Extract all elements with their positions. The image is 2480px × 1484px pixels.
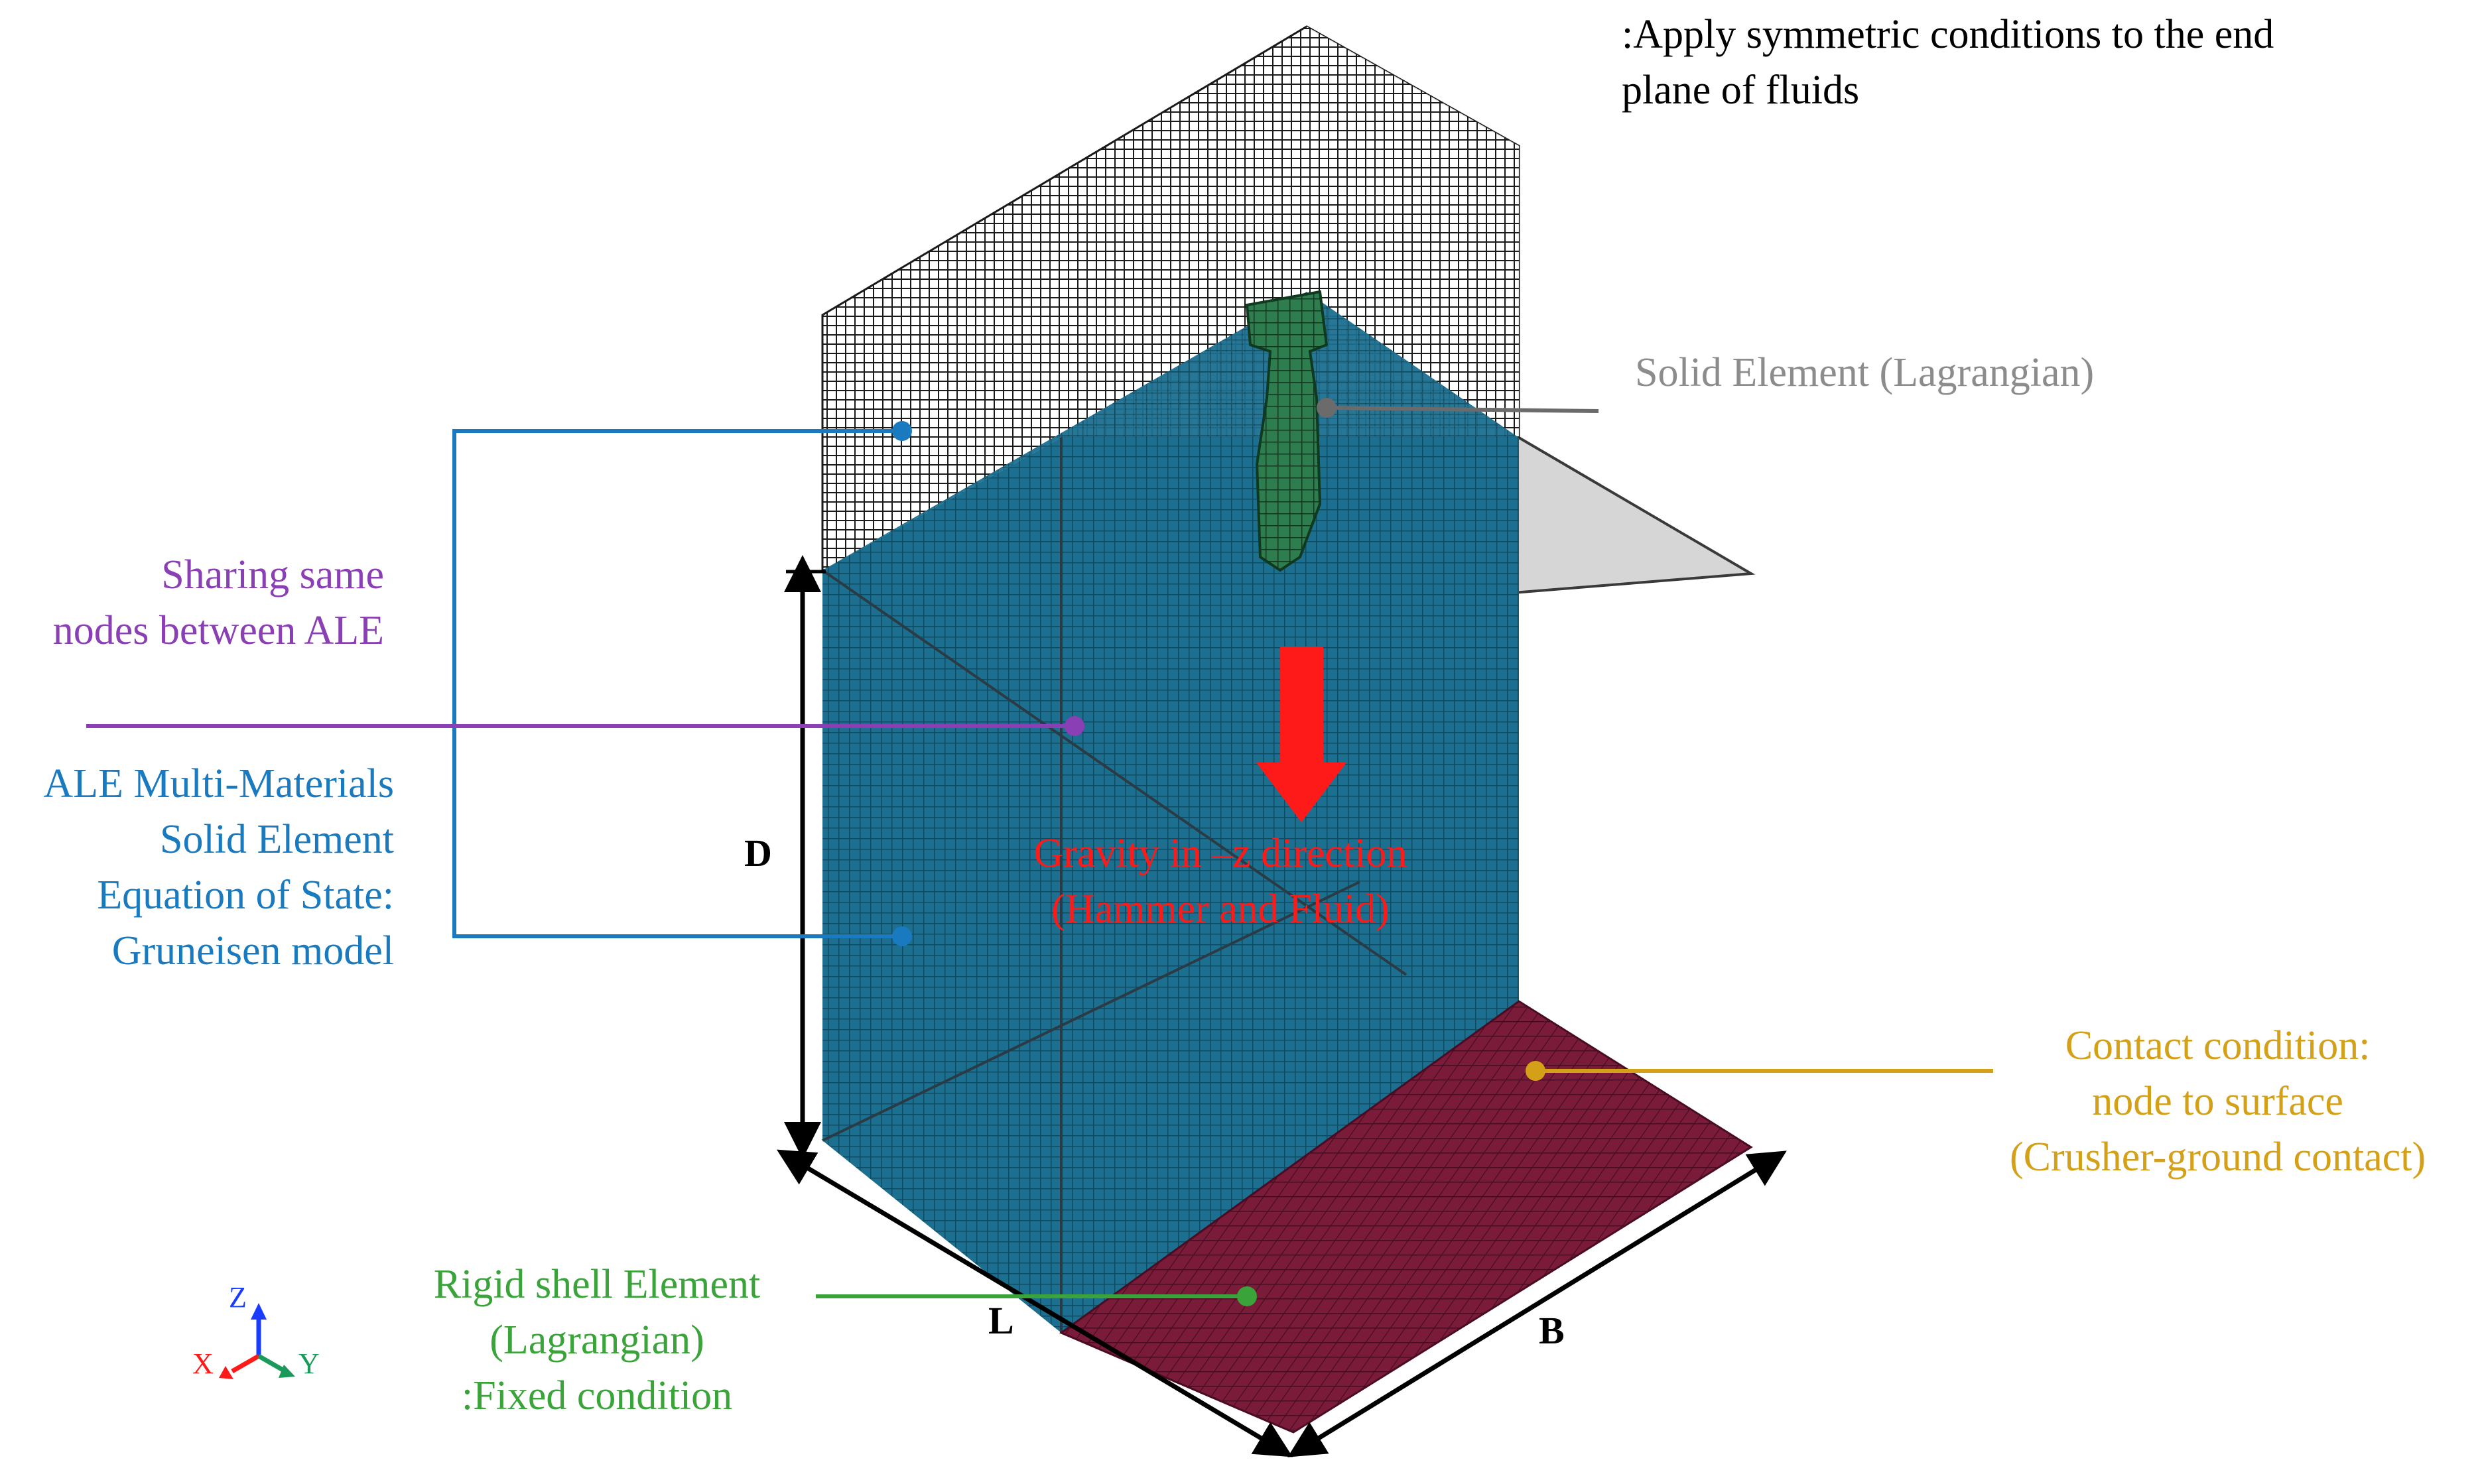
gravity-label-line-2: (Hammer and Fluid) xyxy=(1051,887,1390,932)
dimension-label-b: B xyxy=(1539,1309,1565,1352)
ale-label: ALE Multi-Materials Solid Element Equati… xyxy=(43,756,394,979)
ale-leader-dot-top xyxy=(892,421,912,441)
contact-label: Contact condition: node to surface (Crus… xyxy=(2010,1018,2426,1185)
sharing-label-line-1: Sharing same xyxy=(161,552,384,597)
xyz-triad-icon xyxy=(219,1303,295,1379)
contact-leader-dot xyxy=(1526,1061,1545,1081)
axis-label-z: Z xyxy=(229,1281,247,1314)
ale-label-line-2: Solid Element xyxy=(159,817,394,862)
ale-label-line-1: ALE Multi-Materials xyxy=(43,761,394,806)
sharing-leader-dot xyxy=(1065,716,1084,736)
ale-mesh-front-face xyxy=(822,438,1061,1333)
axis-label-x: X xyxy=(192,1347,214,1380)
solid-element-label: Solid Element (Lagrangian) xyxy=(1635,350,2095,395)
hammer-solid xyxy=(1245,290,1329,572)
dimension-label-d: D xyxy=(744,832,772,875)
dimension-line-b xyxy=(1287,1150,1787,1457)
axis-label-y: Y xyxy=(298,1347,320,1380)
contact-label-line-1: Contact condition: xyxy=(2065,1023,2371,1068)
gravity-arrow-icon xyxy=(1256,647,1346,822)
symmetry-label-line-1: :Apply symmetric conditions to the end xyxy=(1622,12,2274,57)
ale-label-line-3: Equation of State: xyxy=(97,873,394,918)
symmetry-label: :Apply symmetric conditions to the end p… xyxy=(1622,7,2274,118)
ale-leader-dot-bottom xyxy=(892,926,912,946)
rigid-label-line-2: (Lagrangian) xyxy=(489,1318,704,1363)
gravity-label: Gravity in –z direction (Hammer and Flui… xyxy=(1015,826,1426,937)
ale-leader-bracket xyxy=(452,429,902,938)
gravity-label-line-1: Gravity in –z direction xyxy=(1033,831,1407,876)
ale-mesh-right-face xyxy=(1061,438,1519,1333)
contact-label-line-2: node to surface xyxy=(2092,1079,2343,1124)
symmetry-label-line-2: plane of fluids xyxy=(1622,68,1860,113)
sharing-label: Sharing same nodes between ALE xyxy=(53,547,384,658)
rigid-leader-dot xyxy=(1237,1286,1257,1306)
rigid-label-line-3: :Fixed condition xyxy=(461,1373,733,1418)
ale-mesh-top-face xyxy=(822,292,1519,570)
dimension-label-l: L xyxy=(988,1299,1014,1342)
rigid-label-line-1: Rigid shell Element xyxy=(433,1262,761,1307)
ale-label-line-4: Gruneisen model xyxy=(111,928,394,973)
upper-mesh-right-face xyxy=(1307,27,1519,438)
solid-element-leader-line xyxy=(1326,406,1599,413)
sharing-label-line-2: nodes between ALE xyxy=(52,608,384,653)
contact-label-line-3: (Crusher-ground contact) xyxy=(2010,1135,2426,1180)
solid-element-leader-dot xyxy=(1317,398,1337,418)
rigid-label: Rigid shell Element (Lagrangian) :Fixed … xyxy=(411,1257,783,1424)
dimension-line-l xyxy=(776,1149,1293,1457)
